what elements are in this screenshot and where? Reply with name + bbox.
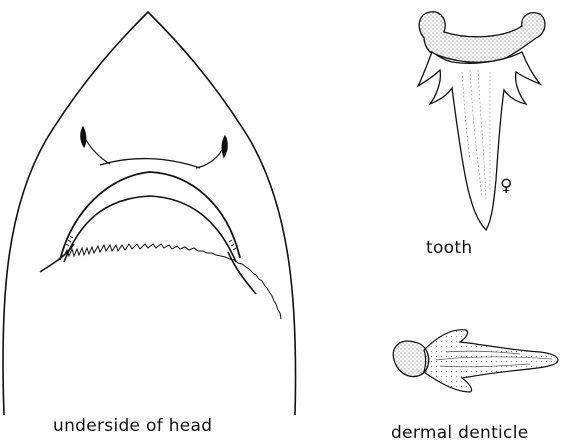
denticle-base bbox=[393, 341, 428, 377]
female-symbol: ♀ bbox=[500, 178, 512, 195]
denticle-crown bbox=[424, 330, 558, 392]
tooth-caption: tooth bbox=[426, 240, 472, 257]
head-caption: underside of head bbox=[53, 418, 212, 435]
denticle-caption: dermal denticle bbox=[391, 425, 529, 442]
